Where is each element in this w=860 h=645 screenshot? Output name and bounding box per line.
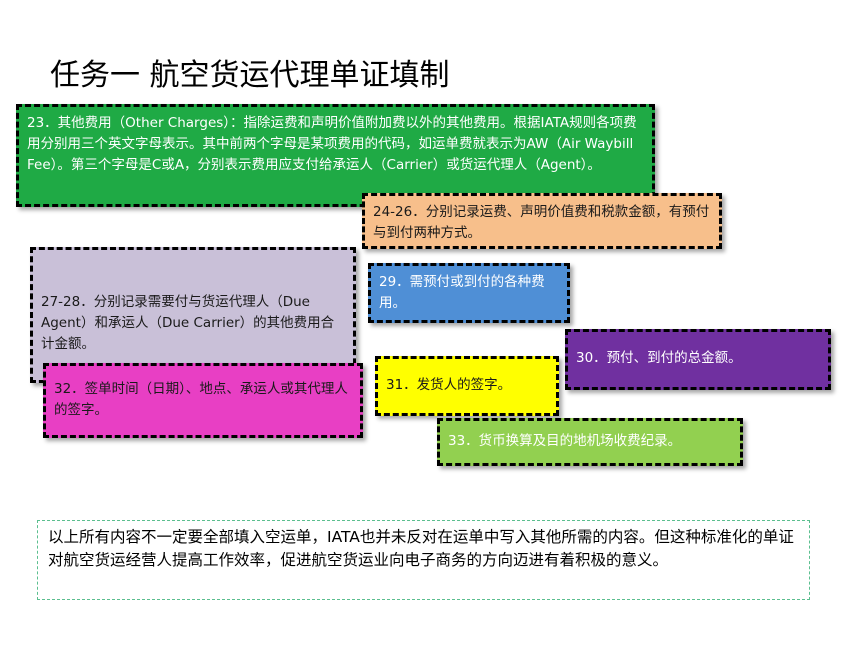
box-23-other-charges: 23．其他费用（Other Charges）：指除运费和声明价值附加费以外的其他… xyxy=(16,104,655,207)
box-24-26-charges: 24-26．分别记录运费、声明价值费和税款金额，有预付与到付两种方式。 xyxy=(362,193,722,249)
box-30-total-amount: 30．预付、到付的总金额。 xyxy=(565,329,831,390)
summary-note-text: 以上所有内容不一定要全部填入空运单，IATA也并未反对在运单中写入其他所需的内容… xyxy=(48,528,794,570)
box-33-currency-conversion: 33．货币换算及目的地机场收费纪录。 xyxy=(437,418,743,466)
box-29-text: 29．需预付或到付的各种费用。 xyxy=(379,274,545,311)
box-23-text: 23．其他费用（Other Charges）：指除运费和声明价值附加费以外的其他… xyxy=(27,115,637,173)
box-32-text: 32．签单时间（日期）、地点、承运人或其代理人的签字。 xyxy=(54,381,348,418)
box-30-text: 30．预付、到付的总金额。 xyxy=(576,350,742,366)
box-29-prepaid-collect: 29．需预付或到付的各种费用。 xyxy=(368,263,570,323)
box-32-execution-signature: 32．签单时间（日期）、地点、承运人或其代理人的签字。 xyxy=(43,363,363,438)
page-title: 任务一 航空货运代理单证填制 xyxy=(50,58,450,93)
box-27-28-text: 27-28．分别记录需要付与货运代理人（Due Agent）和承运人（Due C… xyxy=(41,294,335,352)
box-33-text: 33．货币换算及目的地机场收费纪录。 xyxy=(448,433,682,449)
summary-note: 以上所有内容不一定要全部填入空运单，IATA也并未反对在运单中写入其他所需的内容… xyxy=(37,520,810,600)
box-27-28-due-totals: 27-28．分别记录需要付与货运代理人（Due Agent）和承运人（Due C… xyxy=(30,247,356,383)
box-24-26-text: 24-26．分别记录运费、声明价值费和税款金额，有预付与到付两种方式。 xyxy=(373,204,710,241)
box-31-text: 31．发货人的签字。 xyxy=(386,377,512,393)
box-31-shipper-signature: 31．发货人的签字。 xyxy=(375,356,559,416)
